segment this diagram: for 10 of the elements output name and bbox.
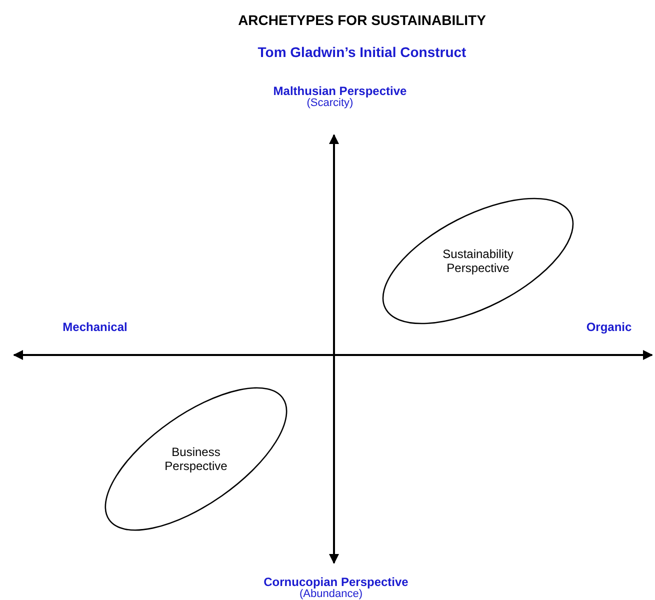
diagram-title: ARCHETYPES FOR SUSTAINABILITY: [238, 12, 486, 28]
axis-label: Cornucopian Perspective: [264, 575, 408, 589]
subtitle: Tom Gladwin’s Initial Construct: [258, 44, 466, 60]
node-label: Business Perspective: [164, 445, 228, 473]
axis-sublabel: (Scarcity): [306, 97, 354, 109]
node-label: Sustainability Perspective: [442, 247, 514, 275]
axis-label: Organic: [586, 320, 632, 334]
axis-label: Mechanical: [62, 320, 128, 334]
axis-sublabel: (Abundance): [300, 588, 362, 600]
axis-label: Malthusian Perspective: [273, 84, 407, 98]
